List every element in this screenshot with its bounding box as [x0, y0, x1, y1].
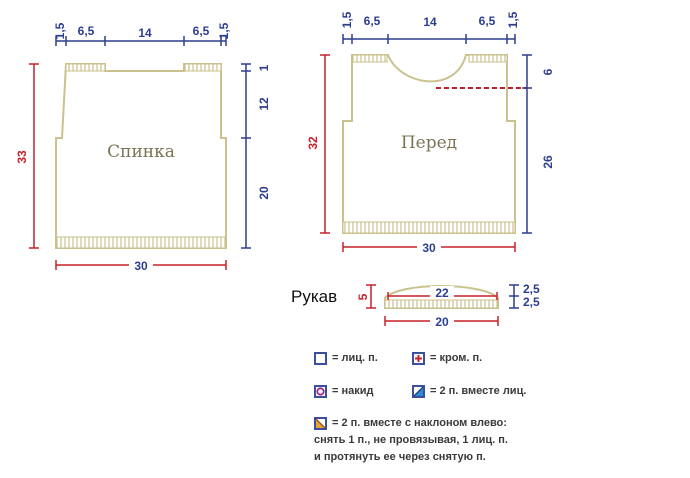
- back-height-total: 33: [15, 150, 29, 164]
- front-top-dim-5: 1,5: [506, 11, 520, 28]
- edge-stitch-icon: [412, 352, 425, 365]
- knit-stitch-icon: [314, 352, 327, 365]
- sleeve-bottom-label-bg: [430, 314, 454, 328]
- legend-ssk-line1: = 2 п. вместе с наклоном влево:: [332, 417, 507, 429]
- yarn-over-icon: [314, 385, 327, 398]
- back-height-part-2: 12: [257, 97, 271, 111]
- back-right-dimension: [241, 63, 251, 249]
- front-piece: Перед: [342, 54, 527, 234]
- back-height-part-3: 20: [257, 186, 271, 200]
- sleeve-bottom-rib: [384, 299, 499, 309]
- front-width-label-bg: [417, 240, 441, 254]
- sleeve-right-dimension: [509, 284, 519, 309]
- back-label: Спинка: [107, 142, 175, 162]
- back-top-dim-1: 1,5: [53, 22, 67, 39]
- sleeve-title: Рукав: [291, 287, 338, 306]
- front-right-dimension: [522, 54, 532, 234]
- sleeve-inner-width: 22: [435, 286, 449, 300]
- back-top-dim-4: 6,5: [193, 24, 210, 38]
- back-width-label-bg: [129, 258, 153, 272]
- back-bottom-rib: [55, 236, 227, 249]
- legend-ssk-line3: и протянуть ее через снятую п.: [314, 451, 486, 463]
- back-shoulder-left-rib: [65, 63, 106, 72]
- front-height-total: 32: [306, 136, 320, 150]
- sleeve-bottom-width: 20: [435, 315, 449, 329]
- front-width: 30: [422, 241, 436, 255]
- ssk-icon: [314, 417, 327, 430]
- front-label: Перед: [401, 133, 457, 153]
- sleeve-height: 5: [356, 293, 370, 300]
- sleeve-height-part-2: 2,5: [523, 295, 540, 309]
- front-top-dim-4: 6,5: [479, 14, 496, 28]
- front-shoulder-left-rib: [351, 54, 388, 63]
- legend-k2tog: = 2 п. вместе лиц.: [430, 385, 527, 397]
- front-height-line: [320, 54, 330, 234]
- back-top-dim-3: 14: [138, 26, 152, 40]
- sleeve-height-line: [366, 284, 376, 309]
- back-height-part-1: 1: [257, 64, 271, 71]
- sleeve-height-part-1: 2,5: [523, 282, 540, 296]
- k2tog-icon: [412, 385, 425, 398]
- back-piece: Спинка: [55, 63, 227, 249]
- front-height-part-1: 6: [541, 68, 555, 75]
- legend-knit: = лиц. п.: [332, 352, 378, 364]
- back-shoulder-right-rib: [183, 63, 222, 72]
- front-top-dimension: [342, 34, 516, 44]
- back-top-dim-2: 6,5: [78, 24, 95, 38]
- back-top-dim-5: 1,5: [217, 22, 231, 39]
- legend-yo: = накид: [332, 385, 374, 397]
- back-height-line: [29, 63, 39, 249]
- legend-edge: = кром. п.: [430, 352, 483, 364]
- front-top-dim-1: 1,5: [340, 11, 354, 28]
- front-top-dim-2: 6,5: [364, 14, 381, 28]
- front-height-part-2: 26: [541, 155, 555, 169]
- back-top-dimension: [55, 36, 227, 46]
- back-width: 30: [134, 259, 148, 273]
- front-bottom-rib: [342, 221, 516, 234]
- sleeve-inner-label-bg: [430, 286, 454, 298]
- sleeve-piece: 22: [384, 285, 499, 309]
- front-shoulder-right-rib: [468, 54, 508, 63]
- front-top-dim-3: 14: [423, 15, 437, 29]
- legend-ssk-line2: снять 1 п., не провязывая, 1 лиц. п.: [314, 434, 508, 446]
